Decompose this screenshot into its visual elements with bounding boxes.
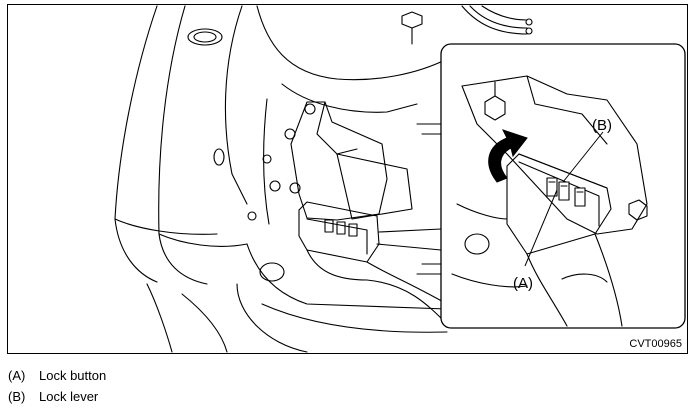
callout-a: (A)	[513, 275, 533, 292]
diagram-figure: (B) (A) CVT00965	[7, 4, 688, 354]
inset-detail: (B) (A)	[440, 43, 686, 329]
legend-key: (B)	[8, 389, 26, 404]
legend-item: (A) Lock button	[8, 365, 106, 386]
legend: (A) Lock button (B) Lock lever	[8, 365, 106, 407]
engine-bay-drawing	[114, 5, 533, 353]
figure-code: CVT00965	[629, 338, 682, 350]
leader-line-b	[562, 131, 604, 183]
legend-item: (B) Lock lever	[8, 386, 106, 407]
curved-arrow-icon	[488, 129, 528, 183]
legend-text: Lock button	[39, 368, 107, 383]
legend-text: Lock lever	[39, 389, 99, 404]
diagram-svg: (B) (A) CVT00965	[7, 4, 688, 354]
legend-key: (A)	[8, 368, 26, 383]
leader-line-a	[524, 189, 558, 267]
callout-b: (B)	[592, 117, 612, 134]
